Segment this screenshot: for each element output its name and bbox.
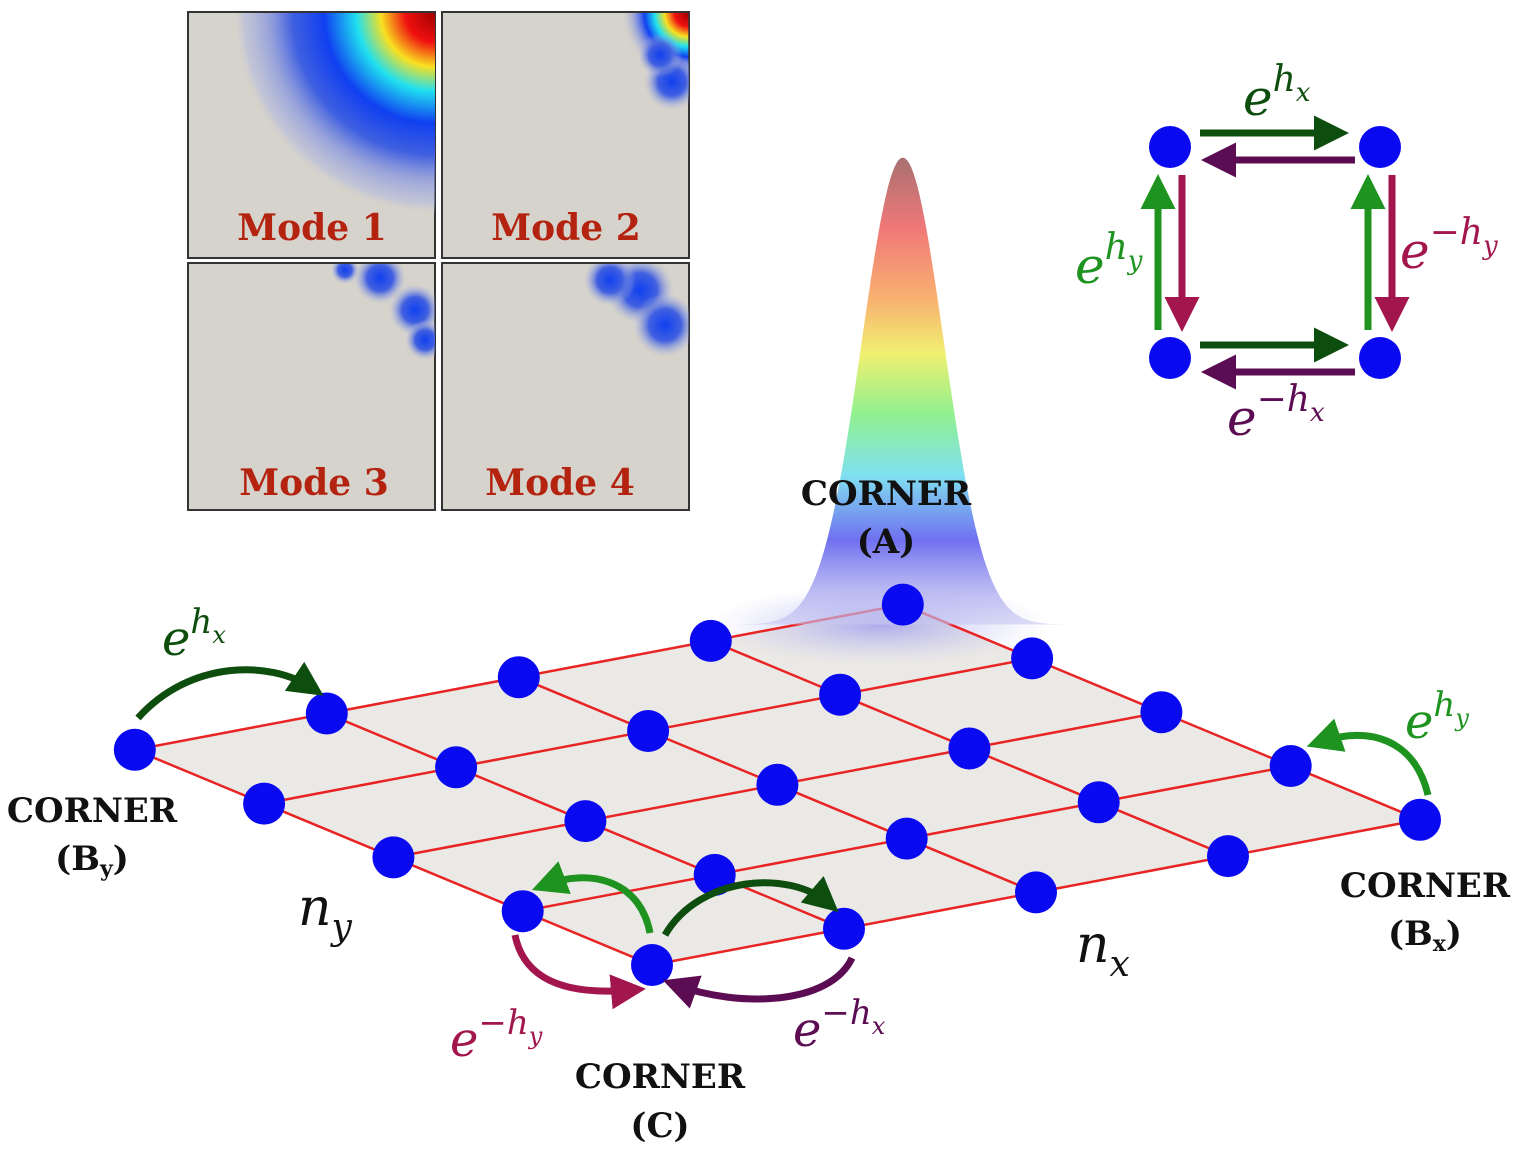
hop-arrow-hx: [135, 661, 324, 721]
svg-text:(A): (A): [857, 522, 916, 562]
label-e-mhy: e−hy: [1400, 212, 1498, 280]
corner-a-label: CORNER (A): [801, 474, 972, 562]
svg-text:CORNER: CORNER: [1340, 866, 1511, 906]
lattice-site: [113, 728, 156, 771]
lattice-site: [885, 817, 928, 860]
label-e-hy: ehy: [1405, 685, 1469, 750]
svg-text:CORNER: CORNER: [7, 791, 178, 831]
lattice-site: [823, 907, 865, 950]
mode-label: Mode 4: [485, 462, 635, 504]
label-e-mhx: e−hx: [1227, 379, 1325, 447]
svg-text:(C): (C): [630, 1106, 689, 1146]
corner-mode-peak: [732, 157, 1073, 625]
hop-arrow-c-mhx: [662, 956, 856, 1009]
mode-inset-4: Mode 4: [441, 262, 690, 511]
label-e-hy: ehy: [1075, 227, 1143, 295]
lattice-site: [756, 763, 799, 806]
axis-label-ny: ny: [298, 878, 353, 948]
mode-inset-1: Mode 1: [187, 11, 436, 259]
lattice-site: [564, 800, 607, 843]
lattice-site: [372, 836, 415, 879]
lattice-site: [881, 583, 924, 626]
lattice-site: [1399, 798, 1441, 841]
plaquette-site: [1149, 337, 1191, 379]
corner-by-label: CORNER (By): [7, 791, 178, 882]
svg-text:CORNER: CORNER: [575, 1057, 746, 1097]
hop-arrow-hy: [1306, 718, 1432, 796]
svg-text:(Bx): (Bx): [1388, 914, 1462, 957]
lattice-site: [1140, 691, 1183, 734]
hop-arrow-c-mhy: [511, 934, 646, 1010]
lattice-site: [501, 890, 544, 933]
corner-bx-label: CORNER (Bx): [1340, 866, 1511, 957]
lattice-site: [948, 727, 991, 770]
hop-arrow-c-hy: [531, 861, 654, 934]
lattice-site: [435, 746, 478, 789]
mode-inset-3: Mode 3: [187, 262, 436, 511]
mode-label: Mode 3: [239, 462, 389, 504]
axis-label-nx: nx: [1076, 915, 1130, 985]
corner-c-label: CORNER (C): [575, 1057, 746, 1146]
lattice-site: [497, 656, 540, 699]
mode-inset-2: Mode 2: [441, 11, 690, 259]
lattice-site: [627, 710, 670, 752]
lattice-site: [1015, 871, 1057, 914]
label-e-mhx: e−hx: [793, 993, 886, 1058]
mode-label: Mode 2: [491, 207, 641, 249]
label-e-mhy: e−hy: [450, 1003, 543, 1068]
plaquette-site: [1149, 126, 1191, 168]
lattice-site: [1269, 745, 1312, 787]
plaquette-site: [1359, 126, 1401, 168]
lattice-site: [305, 692, 348, 735]
lattice-site: [689, 619, 732, 662]
label-e-hx: ehx: [1243, 59, 1311, 127]
plaquette-site: [1359, 337, 1401, 379]
lattice-site: [631, 944, 673, 986]
label-e-hx: ehx: [162, 602, 226, 667]
plaquette-schematic: ehx e−hx ehy e−hy: [1075, 59, 1498, 447]
hop-arrow-c-hx: [661, 876, 839, 937]
lattice-site: [1207, 835, 1249, 878]
lattice-site: [1011, 637, 1054, 680]
svg-text:(By): (By): [55, 839, 129, 882]
lattice-site: [819, 673, 862, 716]
svg-text:CORNER: CORNER: [801, 474, 972, 514]
mode-label: Mode 1: [237, 207, 387, 249]
lattice-site: [1077, 781, 1120, 824]
lattice-site: [243, 782, 286, 825]
